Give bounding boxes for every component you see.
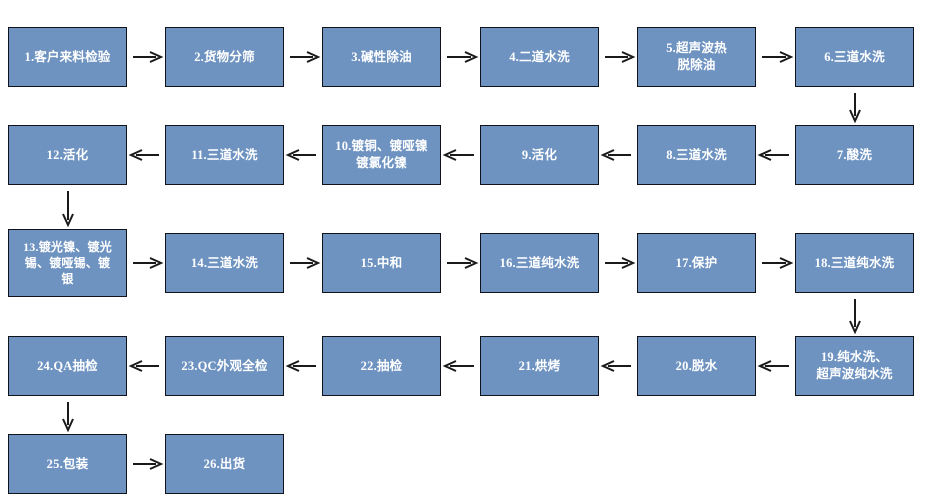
process-node-17[interactable]: 17.保护 (637, 233, 756, 293)
process-node-16[interactable]: 16.三道纯水洗 (480, 233, 599, 293)
process-node-14[interactable]: 14.三道水洗 (165, 233, 284, 293)
connector-21-to-22-left-arrow-icon (442, 357, 474, 375)
process-node-3[interactable]: 3.碱性除油 (322, 27, 441, 87)
process-node-22[interactable]: 22.抽检 (322, 336, 441, 396)
process-node-5[interactable]: 5.超声波热 脱除油 (637, 27, 756, 87)
connector-1-to-2-right-arrow-icon (133, 48, 164, 66)
connector-16-to-17-right-arrow-icon (605, 254, 636, 272)
process-node-23[interactable]: 23.QC外观全检 (165, 336, 284, 396)
connector-8-to-9-left-arrow-icon (600, 146, 631, 164)
connector-25-to-26-right-arrow-icon (133, 455, 164, 473)
connector-10-to-11-left-arrow-icon (285, 146, 316, 164)
connector-22-to-23-left-arrow-icon (285, 357, 316, 375)
process-node-20[interactable]: 20.脱水 (637, 336, 756, 396)
connector-3-to-4-right-arrow-icon (447, 48, 479, 66)
connector-7-to-8-left-arrow-icon (757, 146, 789, 164)
connector-9-to-10-left-arrow-icon (442, 146, 474, 164)
connector-13-to-14-right-arrow-icon (133, 254, 164, 272)
connector-24-to-25-down-arrow-icon (59, 402, 77, 433)
connector-18-to-19-down-arrow-icon (846, 299, 864, 335)
process-node-25[interactable]: 25.包装 (8, 434, 127, 494)
connector-19-to-20-left-arrow-icon (757, 357, 789, 375)
process-node-18[interactable]: 18.三道纯水洗 (795, 233, 914, 293)
connector-14-to-15-right-arrow-icon (290, 254, 321, 272)
process-node-11[interactable]: 11.三道水洗 (165, 125, 284, 185)
process-node-7[interactable]: 7.酸洗 (795, 125, 914, 185)
connector-11-to-12-left-arrow-icon (128, 146, 159, 164)
connector-17-to-18-right-arrow-icon (762, 254, 794, 272)
connector-4-to-5-right-arrow-icon (605, 48, 636, 66)
connector-20-to-21-left-arrow-icon (600, 357, 631, 375)
process-node-2[interactable]: 2.货物分筛 (165, 27, 284, 87)
connector-6-to-7-down-arrow-icon (846, 93, 864, 124)
connector-23-to-24-left-arrow-icon (128, 357, 159, 375)
connector-5-to-6-right-arrow-icon (762, 48, 794, 66)
process-node-12[interactable]: 12.活化 (8, 125, 127, 185)
process-node-6[interactable]: 6.三道水洗 (795, 27, 914, 87)
connector-15-to-16-right-arrow-icon (447, 254, 479, 272)
process-node-24[interactable]: 24.QA抽检 (8, 336, 127, 396)
process-node-21[interactable]: 21.烘烤 (480, 336, 599, 396)
process-node-10[interactable]: 10.镀铜、镀哑镍 镀氯化镍 (322, 125, 441, 185)
process-node-8[interactable]: 8.三道水洗 (637, 125, 756, 185)
process-node-15[interactable]: 15.中和 (322, 233, 441, 293)
connector-12-to-13-down-arrow-icon (59, 191, 77, 228)
process-node-1[interactable]: 1.客户来料检验 (8, 27, 127, 87)
process-node-9[interactable]: 9.活化 (480, 125, 599, 185)
process-node-26[interactable]: 26.出货 (165, 434, 284, 494)
process-node-19[interactable]: 19.纯水洗、 超声波纯水洗 (795, 336, 914, 396)
connector-2-to-3-right-arrow-icon (290, 48, 321, 66)
process-node-13[interactable]: 13.镀光镍、镀光 锡、镀哑锡、镀 银 (8, 229, 127, 297)
process-node-4[interactable]: 4.二道水洗 (480, 27, 599, 87)
